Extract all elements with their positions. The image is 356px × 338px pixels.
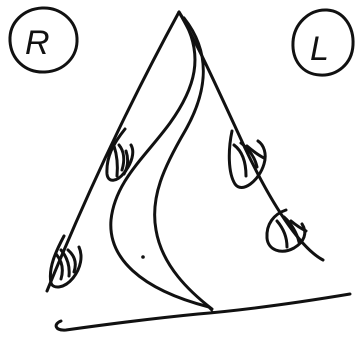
triangle-outline — [47, 12, 323, 291]
left-circle-marker: R — [10, 8, 77, 72]
left-circle-label: R — [25, 24, 50, 62]
right-circle-label: L — [310, 30, 329, 68]
small-dot — [141, 255, 145, 259]
right-lower-marking — [267, 210, 306, 251]
inner-curve-right — [155, 18, 212, 309]
inner-curve-left — [111, 12, 209, 307]
base-line — [56, 294, 350, 330]
right-circle-marker: L — [293, 10, 353, 75]
